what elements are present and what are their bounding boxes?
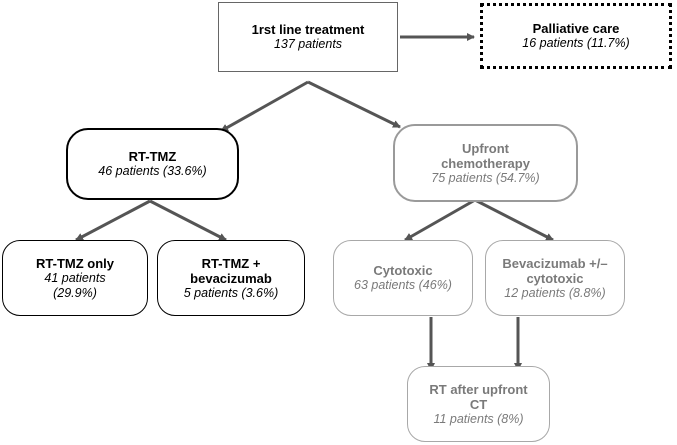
node-title-line2: chemotherapy [441, 155, 530, 171]
arrow-first-to-chemo [307, 80, 401, 129]
node-title: RT-TMZ [128, 149, 177, 164]
node-subtitle-line2: (29.9%) [53, 285, 97, 300]
node-title: Palliative care [532, 21, 620, 36]
node-subtitle-line1: 41 patients [44, 270, 106, 285]
node-subtitle: 12 patients (8.8%) [504, 285, 606, 300]
node-title-line2: cytotoxic [526, 270, 584, 286]
node-rt-tmz-bevacizumab: RT-TMZ + bevacizumab 5 patients (3.6%) [157, 240, 305, 316]
arrow-chemo-to-bev [474, 198, 554, 242]
node-title: Cytotoxic [373, 263, 433, 278]
node-subtitle: 5 patients (3.6%) [183, 285, 279, 300]
node-subtitle: 75 patients (54.7%) [431, 170, 540, 185]
arrow-first-to-rt-tmz [220, 80, 309, 133]
arrow-rt-tmz-to-bev [149, 199, 227, 242]
node-subtitle: 11 patients (8%) [433, 411, 524, 426]
node-subtitle: 63 patients (46%) [354, 278, 452, 292]
node-subtitle: 46 patients (33.6%) [98, 164, 207, 178]
node-title-line1: Upfront [462, 140, 509, 156]
node-rt-tmz-only: RT-TMZ only 41 patients (29.9%) [2, 240, 148, 316]
node-palliative-care: Palliative care 16 patients (11.7%) [480, 3, 672, 69]
node-cytotoxic: Cytotoxic 63 patients (46%) [333, 240, 473, 316]
node-subtitle: 137 patients [273, 37, 343, 51]
node-subtitle: 16 patients (11.7%) [522, 36, 630, 50]
node-title-line1: Bevacizumab +/– [502, 255, 608, 271]
node-title-line1: RT after upfront [429, 381, 528, 397]
node-bevacizumab-cytotoxic: Bevacizumab +/– cytotoxic 12 patients (8… [485, 240, 625, 316]
node-title-line2: CT [469, 396, 488, 412]
node-upfront-chemotherapy: Upfront chemotherapy 75 patients (54.7%) [393, 124, 578, 202]
node-rt-after-upfront-ct: RT after upfront CT 11 patients (8%) [407, 366, 550, 442]
node-first-line-treatment: 1rst line treatment 137 patients [218, 2, 398, 72]
node-rt-tmz: RT-TMZ 46 patients (33.6%) [66, 128, 239, 200]
node-title: RT-TMZ only [36, 255, 114, 271]
arrow-chemo-to-cytotoxic [404, 198, 476, 242]
node-title-line1: RT-TMZ + [201, 255, 261, 271]
node-title: 1rst line treatment [251, 22, 365, 37]
node-title-line2: bevacizumab [190, 270, 272, 286]
arrow-rt-tmz-to-only [75, 199, 151, 242]
